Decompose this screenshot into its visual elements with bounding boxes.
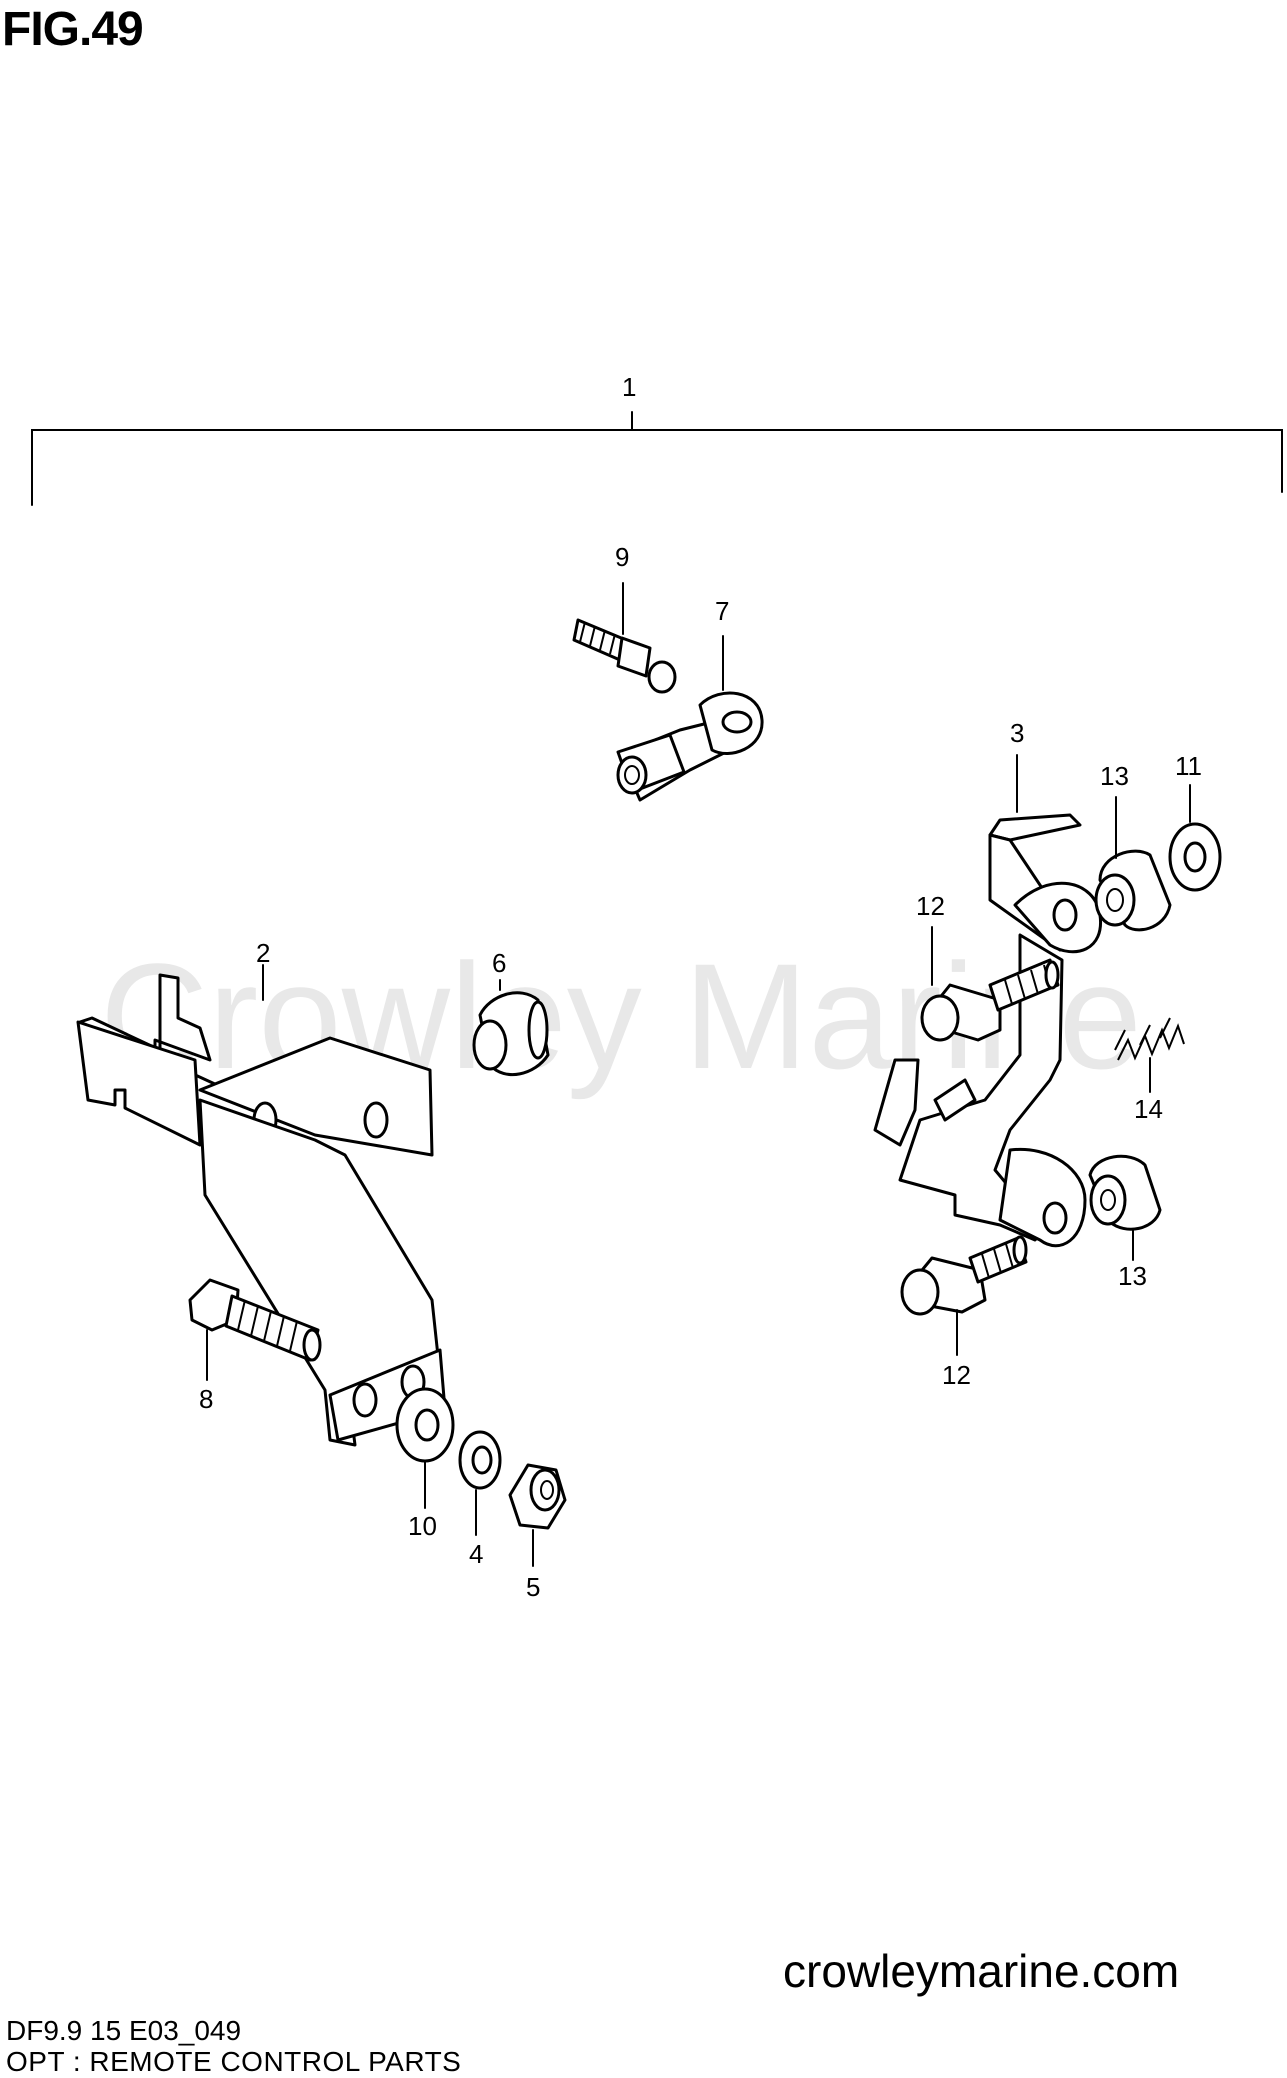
figure-title: FIG.49 <box>2 3 144 56</box>
callout-8: 8 <box>199 1384 213 1414</box>
part-5-nut <box>508 1463 567 1567</box>
part-12-bolt-lower <box>900 1235 1028 1356</box>
assembly-bracket <box>31 411 1283 506</box>
part-10-washer <box>395 1387 455 1509</box>
callout-6: 6 <box>492 948 506 978</box>
diagram-code: DF9.9 15 E03_049 <box>6 2015 242 2046</box>
callout-9: 9 <box>615 542 629 572</box>
callout-12-upper: 12 <box>916 891 945 921</box>
part-13-collar-upper <box>1094 796 1172 932</box>
part-6-grommet <box>472 979 550 1076</box>
callout-2: 2 <box>256 938 270 968</box>
callout-4: 4 <box>469 1539 483 1569</box>
part-7-cable-joint <box>616 635 764 802</box>
callout-11: 11 <box>1175 751 1202 781</box>
part-8-bolt <box>188 1278 322 1381</box>
callout-13-lower: 13 <box>1118 1261 1147 1291</box>
callout-14: 14 <box>1134 1094 1163 1124</box>
callout-1: 1 <box>622 372 636 402</box>
part-14-spring <box>1114 1017 1185 1093</box>
callout-12-lower: 12 <box>942 1360 971 1390</box>
website-url: crowleymarine.com <box>783 1945 1180 1997</box>
part-11-washer <box>1168 784 1222 892</box>
diagram-caption: OPT : REMOTE CONTROL PARTS <box>6 2046 462 2077</box>
callout-3: 3 <box>1010 718 1024 748</box>
callout-13-upper: 13 <box>1100 761 1129 791</box>
callout-10: 10 <box>408 1511 437 1541</box>
part-12-bolt-upper <box>920 926 1060 1042</box>
part-13-collar-lower <box>1088 1154 1162 1261</box>
part-2-bracket <box>76 964 447 1447</box>
callout-5: 5 <box>526 1572 540 1602</box>
part-3-lever-bracket <box>873 754 1102 1248</box>
part-4-lock-washer <box>458 1430 502 1536</box>
part-9-bolt <box>572 582 677 694</box>
callout-7: 7 <box>715 596 729 626</box>
